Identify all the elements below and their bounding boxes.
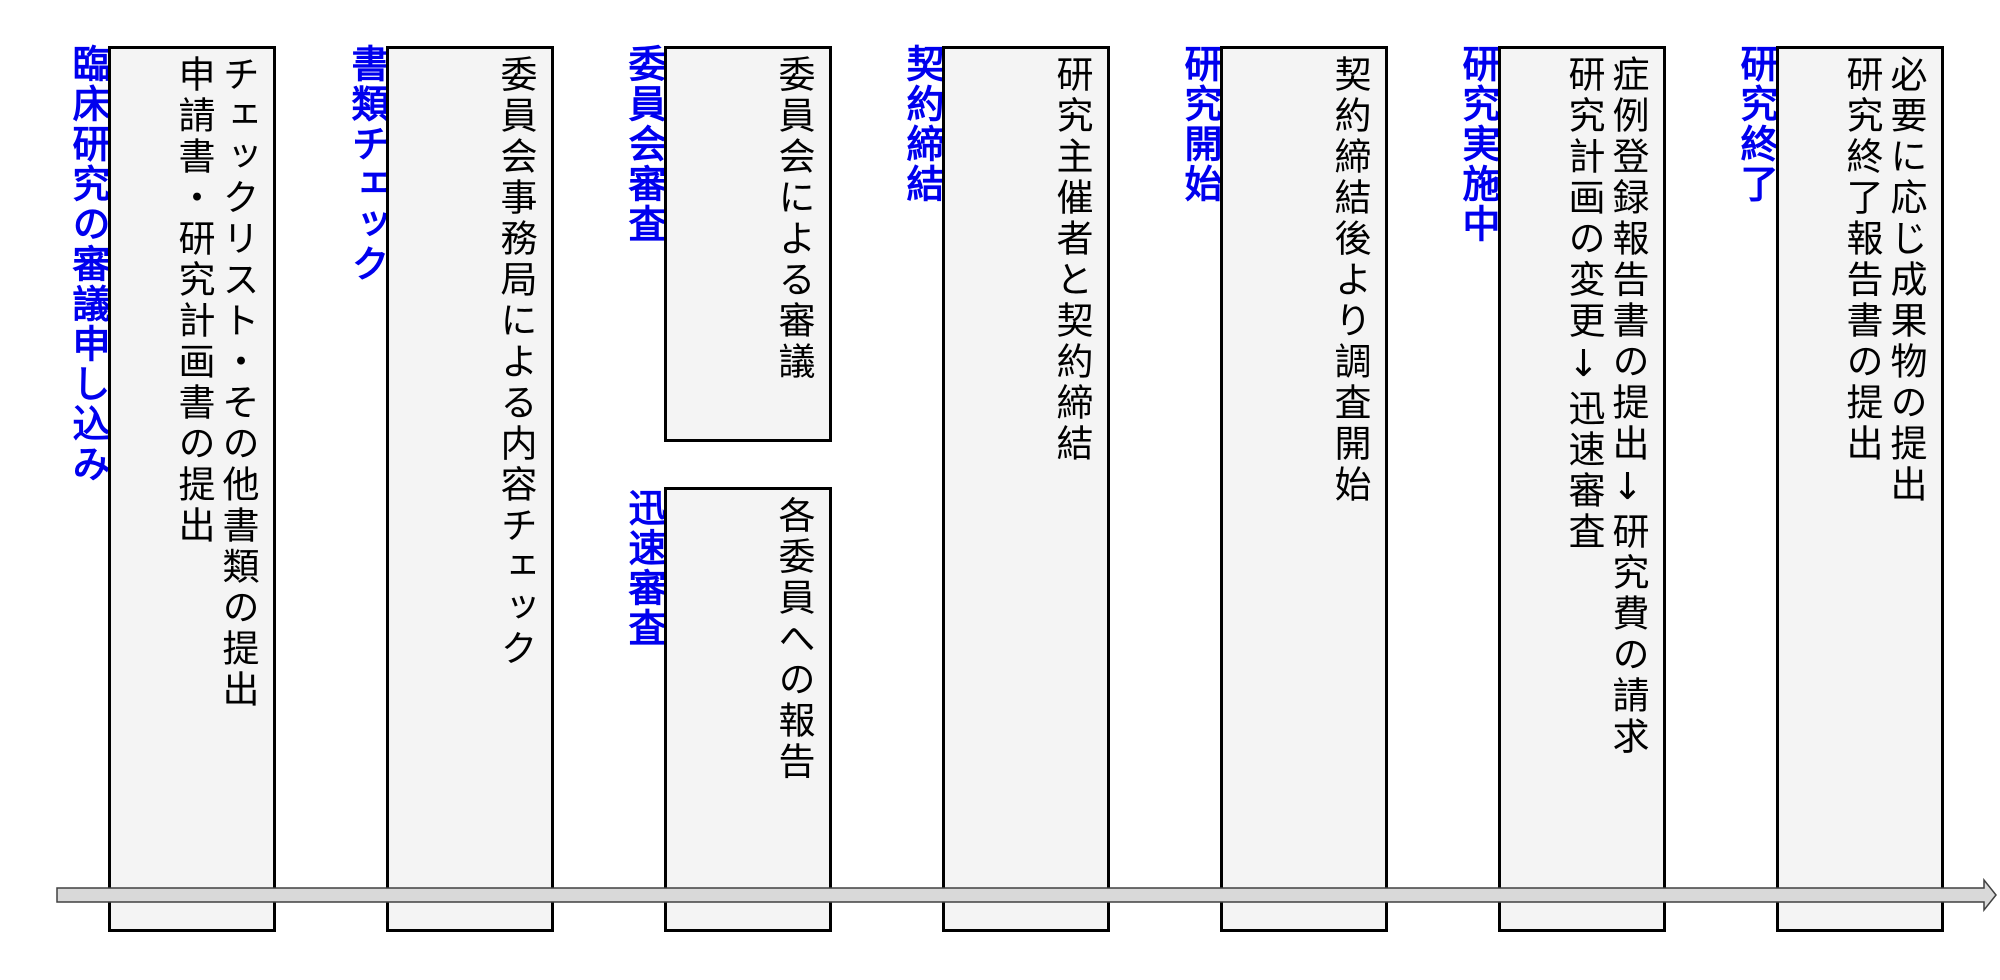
stage-label-contract: 契約締結 xyxy=(900,44,944,204)
stage-box-document-check: 委員会事務局による内容チェック xyxy=(386,46,554,932)
stage-box-study-end: 必要に応じ成果物の提出 研究終了報告書の提出 xyxy=(1776,46,1944,932)
stage-label-committee-review: 委員会審査 xyxy=(622,44,666,244)
stage-label-document-check: 書類チェック xyxy=(345,44,389,284)
stage-label-study-end: 研究終了 xyxy=(1734,44,1778,204)
stage-label-study-in-progress: 研究実施中 xyxy=(1456,44,1500,244)
stage-box-study-in-progress: 症例登録報告書の提出↓研究費の請求 研究計画の変更↓迅速審査 xyxy=(1498,46,1666,932)
stage-label-study-start: 研究開始 xyxy=(1178,44,1222,204)
stage-box-study-start: 契約締結後より調査開始 xyxy=(1220,46,1388,932)
stage-label-application: 臨床研究の審議申し込み xyxy=(66,44,110,484)
stage-box-committee-review: 委員会による審議 xyxy=(664,46,832,442)
stage-box-application: チェックリスト・その他書類の提出 申請書・研究計画書の提出 xyxy=(108,46,276,932)
stage-label-expedited-review: 迅速審査 xyxy=(622,488,666,648)
stage-box-contract: 研究主催者と契約締結 xyxy=(942,46,1110,932)
stage-box-expedited-review: 各委員への報告 xyxy=(664,487,832,932)
